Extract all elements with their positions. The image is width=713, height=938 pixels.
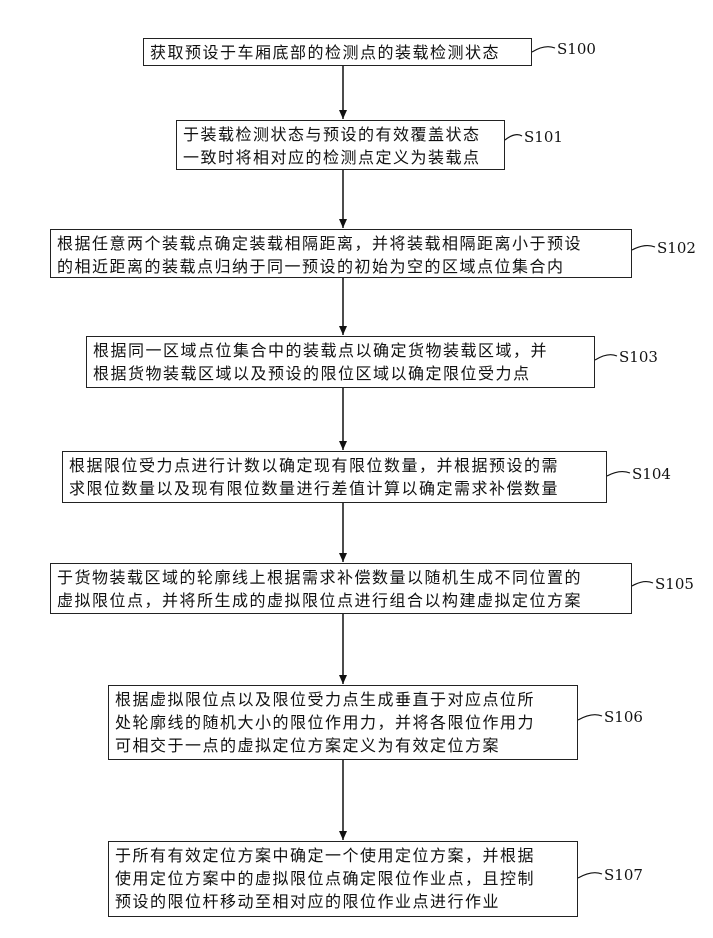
step-label-s105: S105: [655, 575, 694, 593]
step-text-line: 于货物装载区域的轮廓线上根据需求补偿数量以随机生成不同位置的: [57, 566, 625, 589]
step-text-line: 根据同一区域点位集合中的装载点以确定货物装载区域，并: [93, 339, 588, 362]
step-text-line: 于所有有效定位方案中确定一个使用定位方案，并根据: [115, 844, 571, 867]
step-box-s103: 根据同一区域点位集合中的装载点以确定货物装载区域，并 根据货物装载区域以及预设的…: [86, 336, 595, 388]
step-label-s100: S100: [557, 40, 596, 58]
step-box-s102: 根据任意两个装载点确定装载相隔距离，并将装载相隔距离小于预设 的相近距离的装载点…: [50, 229, 632, 278]
step-box-s105: 于货物装载区域的轮廓线上根据需求补偿数量以随机生成不同位置的 虚拟限位点，并将所…: [50, 563, 632, 614]
step-box-s101: 于装载检测状态与预设的有效覆盖状态 一致时将相对应的检测点定义为装载点: [176, 120, 505, 170]
step-text-line: 根据任意两个装载点确定装载相隔距离，并将装载相隔距离小于预设: [57, 232, 625, 255]
label-leader-s106: [578, 715, 602, 720]
step-label-s103: S103: [619, 348, 658, 366]
step-text-line: 求限位数量以及现有限位数量进行差值计算以确定需求补偿数量: [69, 477, 600, 500]
label-leader-s100: [532, 47, 555, 52]
step-text-line: 使用定位方案中的虚拟限位点确定限位作业点，且控制: [115, 867, 571, 890]
step-label-s104: S104: [632, 465, 671, 483]
label-leader-s102: [632, 246, 655, 250]
label-leader-s107: [578, 873, 602, 878]
step-text-line: 于装载检测状态与预设的有效覆盖状态: [183, 123, 498, 146]
step-text-line: 虚拟限位点，并将所生成的虚拟限位点进行组合以构建虚拟定位方案: [57, 589, 625, 612]
step-text-line: 处轮廓线的随机大小的限位作用力，并将各限位作用力: [115, 711, 571, 734]
step-text-line: 一致时将相对应的检测点定义为装载点: [183, 146, 498, 169]
step-box-s100: 获取预设于车厢底部的检测点的装载检测状态: [143, 38, 532, 66]
step-text-line: 获取预设于车厢底部的检测点的装载检测状态: [150, 41, 525, 64]
step-box-s104: 根据限位受力点进行计数以确定现有限位数量，并根据预设的需 求限位数量以及现有限位…: [62, 451, 607, 503]
step-label-s106: S106: [604, 708, 643, 726]
step-box-s106: 根据虚拟限位点以及限位受力点生成垂直于对应点位所 处轮廓线的随机大小的限位作用力…: [108, 685, 578, 760]
step-text-line: 根据货物装载区域以及预设的限位区域以确定限位受力点: [93, 362, 588, 385]
step-label-s102: S102: [657, 239, 696, 257]
step-text-line: 根据虚拟限位点以及限位受力点生成垂直于对应点位所: [115, 688, 571, 711]
label-leader-s101: [505, 135, 522, 140]
step-box-s107: 于所有有效定位方案中确定一个使用定位方案，并根据 使用定位方案中的虚拟限位点确定…: [108, 841, 578, 917]
label-leader-s103: [595, 355, 617, 360]
step-text-line: 预设的限位杆移动至相对应的限位作业点进行作业: [115, 890, 571, 913]
label-leader-s105: [632, 582, 653, 586]
step-text-line: 根据限位受力点进行计数以确定现有限位数量，并根据预设的需: [69, 454, 600, 477]
step-text-line: 的相近距离的装载点归纳于同一预设的初始为空的区域点位集合内: [57, 255, 625, 278]
step-label-s107: S107: [604, 866, 643, 884]
step-label-s101: S101: [524, 128, 563, 146]
step-text-line: 可相交于一点的虚拟定位方案定义为有效定位方案: [115, 734, 571, 757]
label-leader-s104: [607, 472, 630, 476]
